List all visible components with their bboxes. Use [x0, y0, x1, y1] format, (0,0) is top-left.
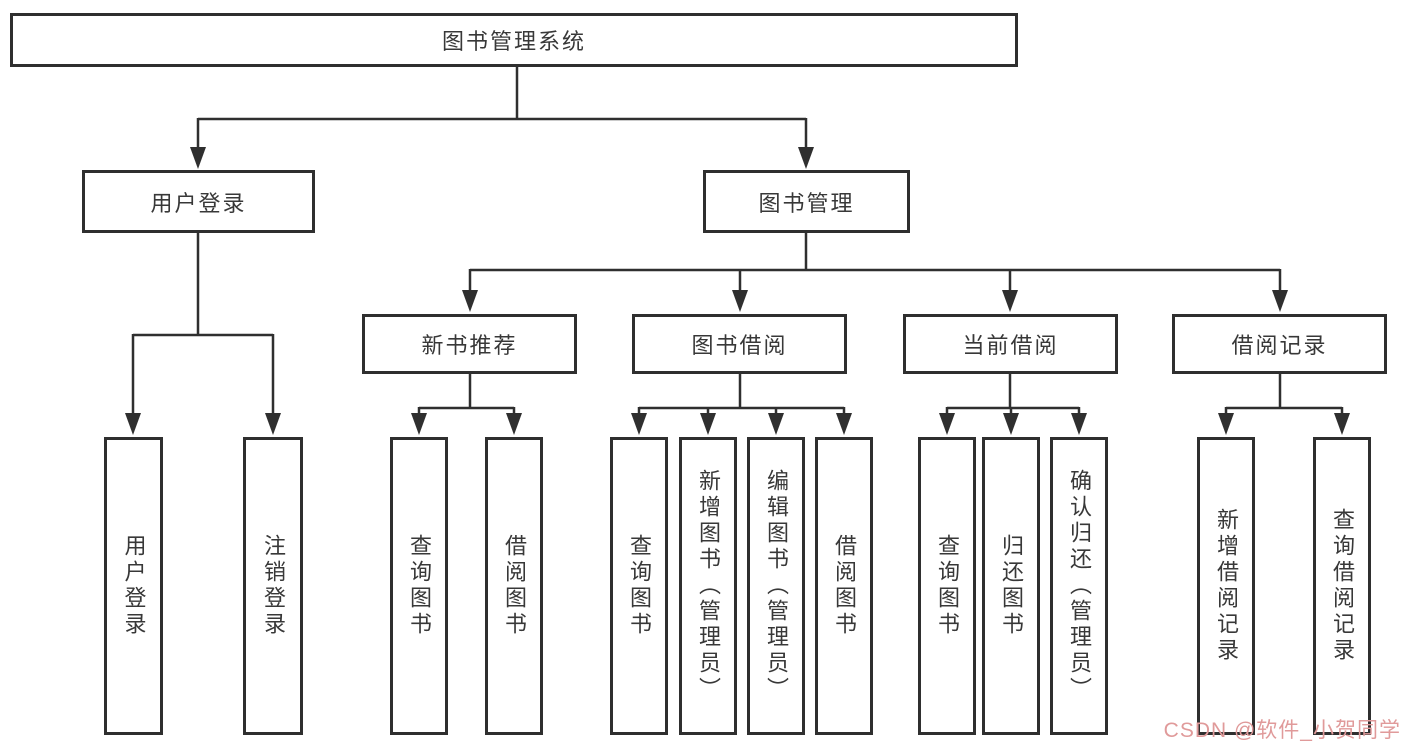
arrowheads: [125, 147, 1350, 435]
leaf-return-books: 归还图书: [982, 437, 1040, 735]
csdn-watermark: CSDN @软件_小贺同学: [1163, 719, 1401, 742]
node-book-borrow: 图书借阅: [632, 314, 847, 374]
arrow-icon: [125, 413, 141, 435]
leaf-query-borrow-record: 查询借阅记录: [1313, 437, 1371, 735]
leaf-logout: 注销登录: [243, 437, 303, 735]
leaf-add-book-admin: 新增图书（管理员）: [679, 437, 737, 735]
arrow-icon: [462, 290, 478, 312]
arrow-icon: [798, 147, 814, 169]
arrow-icon: [732, 290, 748, 312]
arrow-icon: [1071, 413, 1087, 435]
arrow-icon: [506, 413, 522, 435]
node-borrow-records: 借阅记录: [1172, 314, 1387, 374]
arrow-icon: [265, 413, 281, 435]
arrow-icon: [1003, 413, 1019, 435]
node-book-management: 图书管理: [703, 170, 910, 233]
arrow-icon: [1334, 413, 1350, 435]
node-new-book-recommend: 新书推荐: [362, 314, 577, 374]
leaf-edit-book-admin: 编辑图书（管理员）: [747, 437, 805, 735]
leaf-query-books-recommend: 查询图书: [390, 437, 448, 735]
leaf-add-borrow-record: 新增借阅记录: [1197, 437, 1255, 735]
arrow-icon: [1002, 290, 1018, 312]
leaf-user-login: 用户登录: [104, 437, 163, 735]
arrow-icon: [700, 413, 716, 435]
leaf-confirm-return-admin: 确认归还（管理员）: [1050, 437, 1108, 735]
arrow-icon: [1218, 413, 1234, 435]
leaf-borrow-books-recommend: 借阅图书: [485, 437, 543, 735]
leaf-query-books-current: 查询图书: [918, 437, 976, 735]
arrow-icon: [411, 413, 427, 435]
arrow-icon: [631, 413, 647, 435]
arrow-icon: [1272, 290, 1288, 312]
leaf-query-books-borrow: 查询图书: [610, 437, 668, 735]
node-user-login: 用户登录: [82, 170, 315, 233]
arrow-icon: [190, 147, 206, 169]
arrow-icon: [939, 413, 955, 435]
leaf-borrow-books: 借阅图书: [815, 437, 873, 735]
arrow-icon: [836, 413, 852, 435]
node-current-borrow: 当前借阅: [903, 314, 1118, 374]
node-library-management-system: 图书管理系统: [10, 13, 1018, 67]
arrow-icon: [768, 413, 784, 435]
